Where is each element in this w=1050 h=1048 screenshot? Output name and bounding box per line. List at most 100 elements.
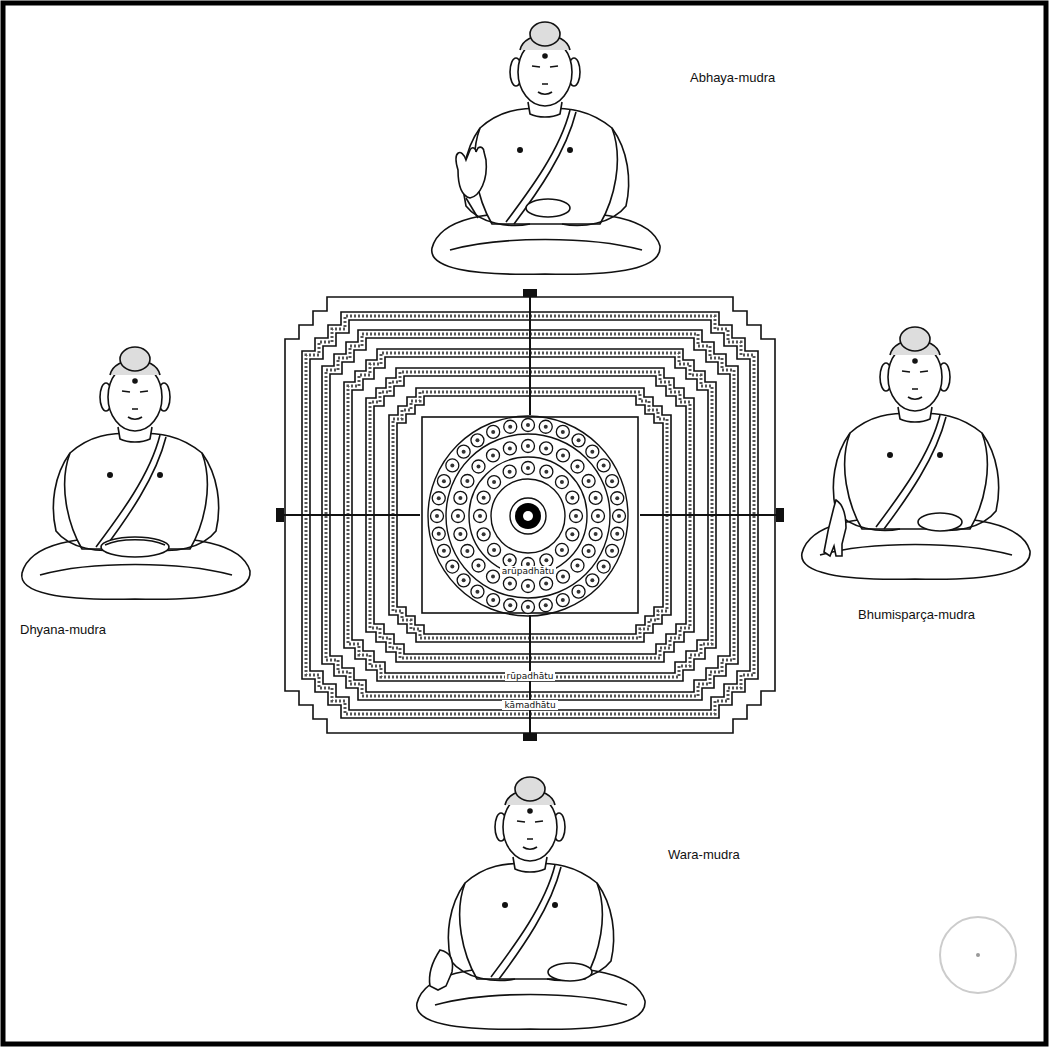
main-stupa	[515, 503, 541, 529]
stupa-top	[475, 438, 479, 442]
gate	[523, 289, 537, 297]
stupa	[606, 475, 619, 488]
stupa	[503, 577, 516, 590]
stupa-top	[478, 514, 482, 518]
stupa	[452, 510, 465, 523]
stupa-top	[437, 496, 441, 500]
stupa-top	[544, 446, 548, 450]
stupa	[557, 570, 570, 583]
stupa	[477, 528, 490, 541]
stupa	[539, 420, 552, 433]
stupa	[457, 445, 470, 458]
mudra-label: Bhumisparça-mudra	[858, 608, 975, 623]
stupa-top	[491, 575, 495, 579]
stupa	[472, 559, 485, 572]
stupa	[571, 559, 584, 572]
main-stupa	[510, 498, 546, 534]
stupa-top	[462, 450, 466, 454]
stupa	[589, 491, 602, 504]
stupa-top	[482, 532, 486, 536]
circular-terrace	[428, 416, 628, 616]
stupa-top	[437, 532, 441, 536]
stupa-top	[491, 453, 495, 457]
gate	[523, 733, 537, 741]
stupa-top	[561, 575, 565, 579]
stupa	[488, 543, 501, 556]
stupa-top	[491, 598, 495, 602]
stupa-top	[450, 565, 454, 569]
stupa-top	[482, 496, 486, 500]
stupa	[592, 510, 605, 523]
stupa	[488, 476, 501, 489]
terrace-outline	[389, 388, 671, 642]
stupa	[586, 574, 599, 587]
stupa	[474, 510, 487, 523]
stupa-top	[560, 548, 564, 552]
main-stupa	[523, 511, 533, 521]
stupa-top	[590, 578, 594, 582]
stupa-top	[602, 565, 606, 569]
stupa-top	[575, 563, 579, 567]
stupa-top	[561, 598, 565, 602]
stupa	[556, 425, 569, 438]
stupa-top	[465, 549, 469, 553]
stupa-top	[577, 438, 581, 442]
stupa-top	[544, 558, 548, 562]
stupa-top	[458, 532, 462, 536]
stupa-top	[561, 453, 565, 457]
stupa	[571, 460, 584, 473]
mudra-label: Abhaya-mudra	[690, 71, 775, 86]
stupa-top	[544, 603, 548, 607]
stupa	[487, 594, 500, 607]
stupa-top	[587, 549, 591, 553]
stupa-top	[475, 590, 479, 594]
stupa-top	[450, 463, 454, 467]
stupa-top	[544, 470, 548, 474]
stupa	[540, 442, 553, 455]
stupa-top	[615, 496, 619, 500]
stupa-top	[561, 430, 565, 434]
stupa	[566, 528, 579, 541]
stupa-top	[526, 466, 530, 470]
stupa-top	[442, 479, 446, 483]
stupa-top	[462, 578, 466, 582]
stupa	[582, 475, 595, 488]
stupa-top	[526, 605, 530, 609]
stupa-top	[526, 444, 530, 448]
stupa	[487, 425, 500, 438]
stupa	[472, 460, 485, 473]
stupa	[522, 462, 535, 475]
stupa	[597, 560, 610, 573]
stupa-top	[610, 479, 614, 483]
stupa-top	[465, 479, 469, 483]
stupa	[566, 491, 579, 504]
stupa	[540, 465, 553, 478]
stupa-top	[442, 549, 446, 553]
stupa	[540, 577, 553, 590]
stupa-top	[570, 496, 574, 500]
stupa	[457, 574, 470, 587]
stupa	[503, 465, 516, 478]
stupa	[597, 459, 610, 472]
stupa-top	[575, 465, 579, 469]
stupa	[613, 510, 626, 523]
stupa-top	[508, 446, 512, 450]
realm-label: kāmadhātu	[502, 700, 557, 710]
stupa-top	[491, 430, 495, 434]
stairway	[276, 514, 420, 516]
stupa	[471, 434, 484, 447]
stupa	[555, 543, 568, 556]
stupa-top	[508, 470, 512, 474]
stupa-top	[508, 582, 512, 586]
stupa-top	[544, 582, 548, 586]
gate	[276, 508, 284, 522]
stupa	[555, 476, 568, 489]
stupa-top	[615, 532, 619, 536]
stupa	[611, 492, 624, 505]
stupa	[437, 544, 450, 557]
stupa	[503, 442, 516, 455]
gate	[776, 508, 784, 522]
stupa	[557, 449, 570, 462]
stupa	[446, 459, 459, 472]
